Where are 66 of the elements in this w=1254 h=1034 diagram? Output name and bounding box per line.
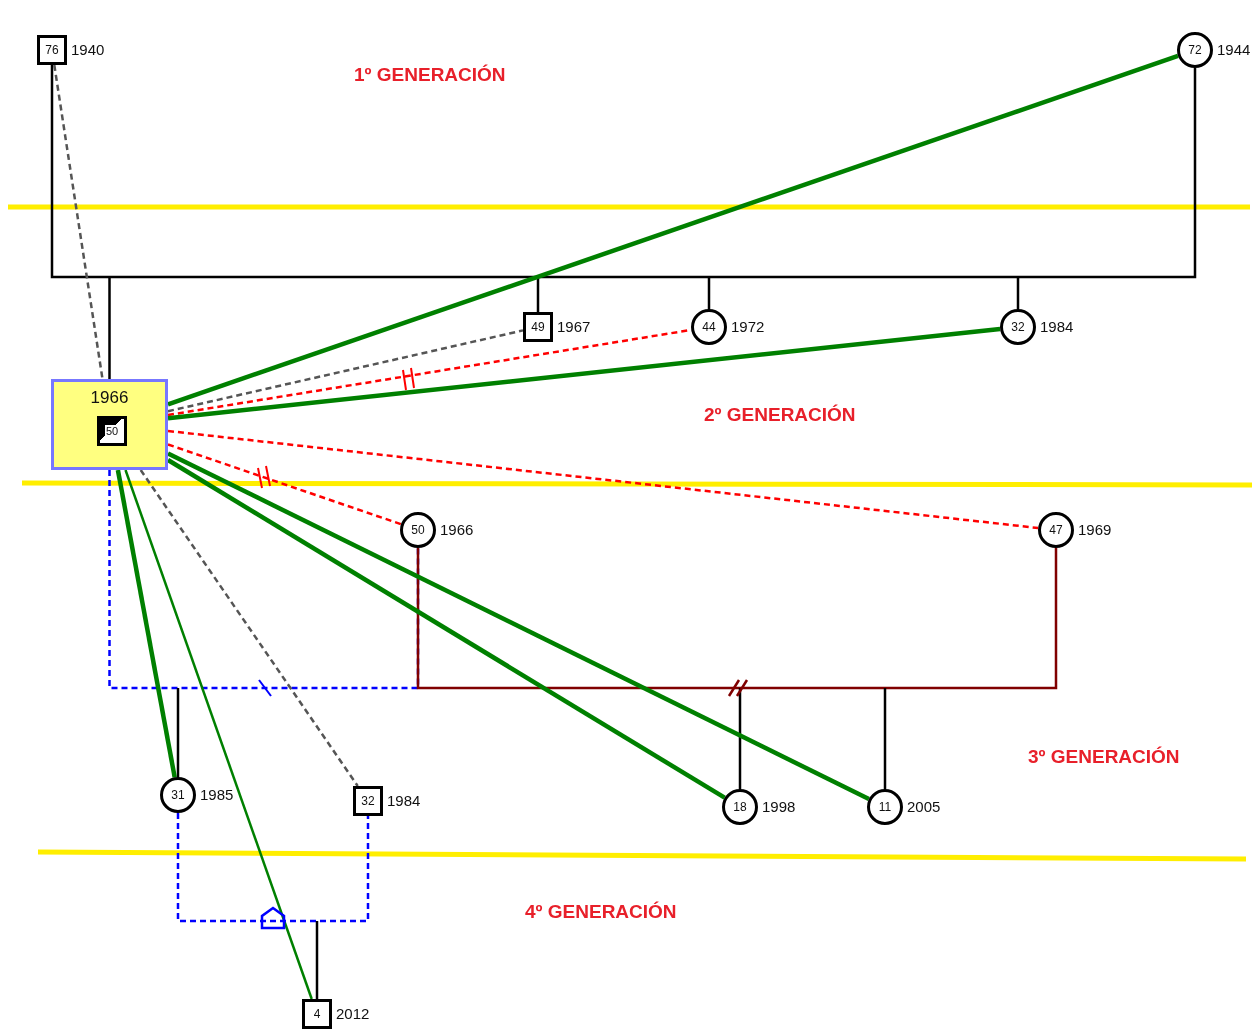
- descent-line: [738, 688, 742, 789]
- couple-line: [176, 813, 370, 923]
- relationship-line: [167, 451, 870, 801]
- female-circle: [160, 777, 196, 813]
- female-circle: [1177, 32, 1213, 68]
- relationship-line: [167, 329, 524, 413]
- birth-year: 1966: [440, 521, 474, 538]
- birth-year: 1967: [557, 318, 591, 335]
- age-number: 49: [531, 320, 545, 334]
- birth-year: 1944: [1217, 41, 1251, 58]
- relationship-line: [115, 469, 177, 778]
- age-number: 31: [171, 788, 185, 802]
- generation-label: 3º GENERACIÓN: [1028, 746, 1180, 768]
- female-circle: [691, 309, 727, 345]
- descent-line: [536, 277, 540, 312]
- birth-year: 1972: [731, 318, 765, 335]
- female-circle: [722, 789, 758, 825]
- relationship-line: [167, 326, 1001, 421]
- birth-year: 1984: [387, 792, 421, 809]
- age-number: 32: [361, 794, 375, 808]
- descent-line: [1016, 277, 1020, 309]
- couple-line: [416, 548, 1058, 690]
- birth-year: 1985: [200, 786, 234, 803]
- male-square: [37, 35, 67, 65]
- age-number: 18: [733, 800, 747, 814]
- female-circle: [1038, 512, 1074, 548]
- age-number: 11: [878, 800, 892, 814]
- male-square: [97, 416, 127, 446]
- male-square: [523, 312, 553, 342]
- birth-year: 2005: [907, 798, 941, 815]
- descent-line: [176, 688, 180, 777]
- generation-label: 2º GENERACIÓN: [704, 404, 856, 426]
- birth-year: 1984: [1040, 318, 1074, 335]
- descent-line: [883, 688, 887, 789]
- relationship-line: [167, 443, 402, 526]
- birth-year: 2012: [336, 1005, 370, 1022]
- descent-line: [315, 921, 319, 999]
- index-person-highlight: [51, 379, 168, 470]
- birth-year: 1940: [71, 41, 105, 58]
- male-square: [353, 786, 383, 816]
- relationship-line: [167, 429, 1039, 530]
- female-circle: [1000, 309, 1036, 345]
- age-number: 50: [104, 425, 120, 437]
- couple-line: [50, 65, 1197, 279]
- age-number: 72: [1188, 43, 1202, 57]
- age-number: 4: [313, 1007, 321, 1021]
- age-number: 76: [45, 43, 59, 57]
- age-number: 47: [1049, 523, 1063, 537]
- age-number: 44: [702, 320, 716, 334]
- female-circle: [867, 789, 903, 825]
- descent-line: [707, 277, 711, 309]
- female-circle: [400, 512, 436, 548]
- birth-year: 1969: [1078, 521, 1112, 538]
- generation-label: 4º GENERACIÓN: [525, 901, 677, 923]
- descent-line: [108, 277, 111, 379]
- relationship-line: [167, 53, 1179, 407]
- age-number: 32: [1011, 320, 1025, 334]
- generation-label: 1º GENERACIÓN: [354, 64, 506, 86]
- birth-year: 1998: [762, 798, 796, 815]
- age-number: 50: [411, 523, 425, 537]
- relationship-line: [139, 469, 359, 787]
- birth-year: 1966: [89, 388, 130, 408]
- relationship-line: [53, 64, 104, 380]
- male-square: [302, 999, 332, 1029]
- relationship-line: [166, 458, 726, 800]
- relationship-line: [124, 469, 313, 1000]
